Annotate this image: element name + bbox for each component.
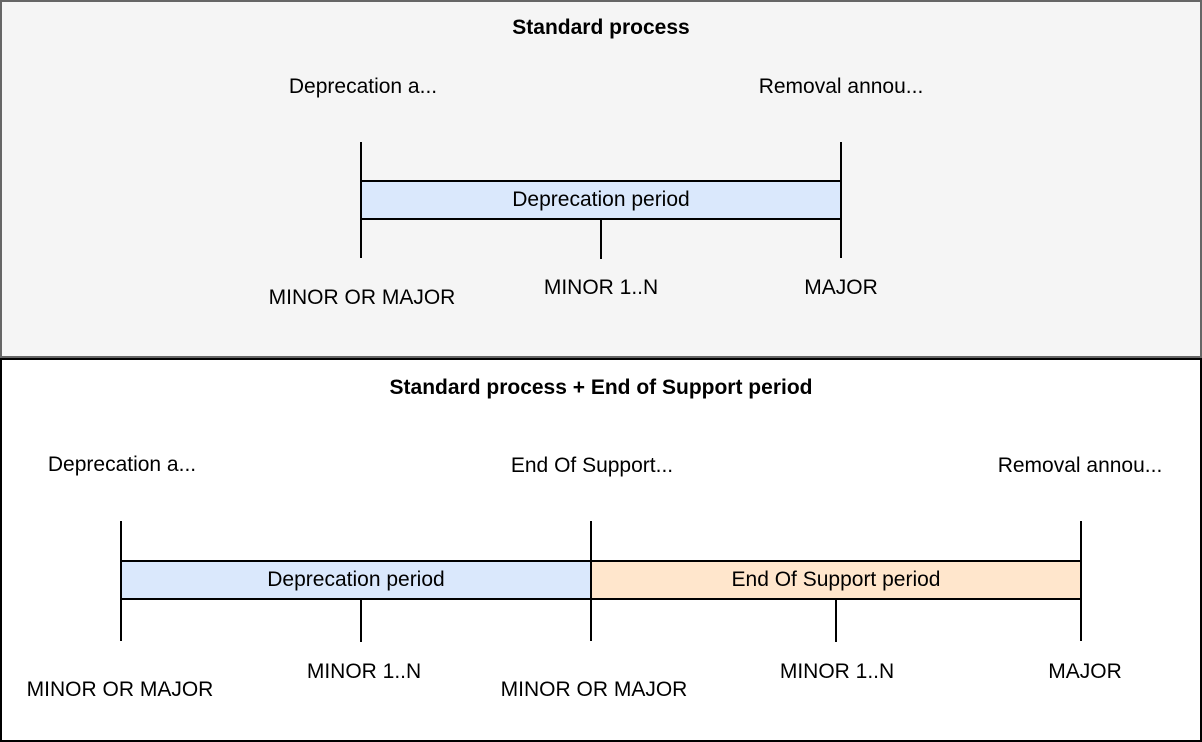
deprecation-period-bar-2: Deprecation period <box>120 560 592 600</box>
version-label-minor-1n: MINOR 1..N <box>543 276 659 299</box>
version-label-major: MAJOR <box>804 276 878 299</box>
timeline-tick-mid <box>600 220 602 259</box>
end-of-support-announcement-label: End Of Support... <box>510 454 674 477</box>
standard-process-eos-title: Standard process + End of Support period <box>389 376 813 399</box>
removal-announcement-label: Removal annou... <box>758 75 924 98</box>
timeline-tick-eos-mid <box>835 600 837 642</box>
standard-process-title: Standard process <box>512 16 690 39</box>
version-label-minor-or-major-3: MINOR OR MAJOR <box>500 678 688 701</box>
end-of-support-period-bar: End Of Support period <box>590 560 1082 600</box>
deprecation-period-bar: Deprecation period <box>360 180 842 220</box>
deprecation-period-bar-label: Deprecation period <box>512 188 690 211</box>
timeline-tick-dep-mid <box>360 600 362 642</box>
version-label-major-2: MAJOR <box>1048 660 1122 683</box>
deprecation-announcement-label-2: Deprecation a... <box>47 453 197 476</box>
end-of-support-period-bar-label: End Of Support period <box>731 568 941 591</box>
version-label-minor-1n-3: MINOR 1..N <box>779 660 895 683</box>
standard-process-panel <box>0 0 1202 358</box>
version-label-minor-or-major-2: MINOR OR MAJOR <box>26 678 214 701</box>
deprecation-period-bar-2-label: Deprecation period <box>267 568 445 591</box>
version-label-minor-1n-2: MINOR 1..N <box>306 660 422 683</box>
version-label-minor-or-major: MINOR OR MAJOR <box>268 286 456 309</box>
deprecation-announcement-label: Deprecation a... <box>288 75 438 98</box>
removal-announcement-label-2: Removal annou... <box>997 454 1163 477</box>
standard-process-eos-panel <box>0 358 1202 742</box>
